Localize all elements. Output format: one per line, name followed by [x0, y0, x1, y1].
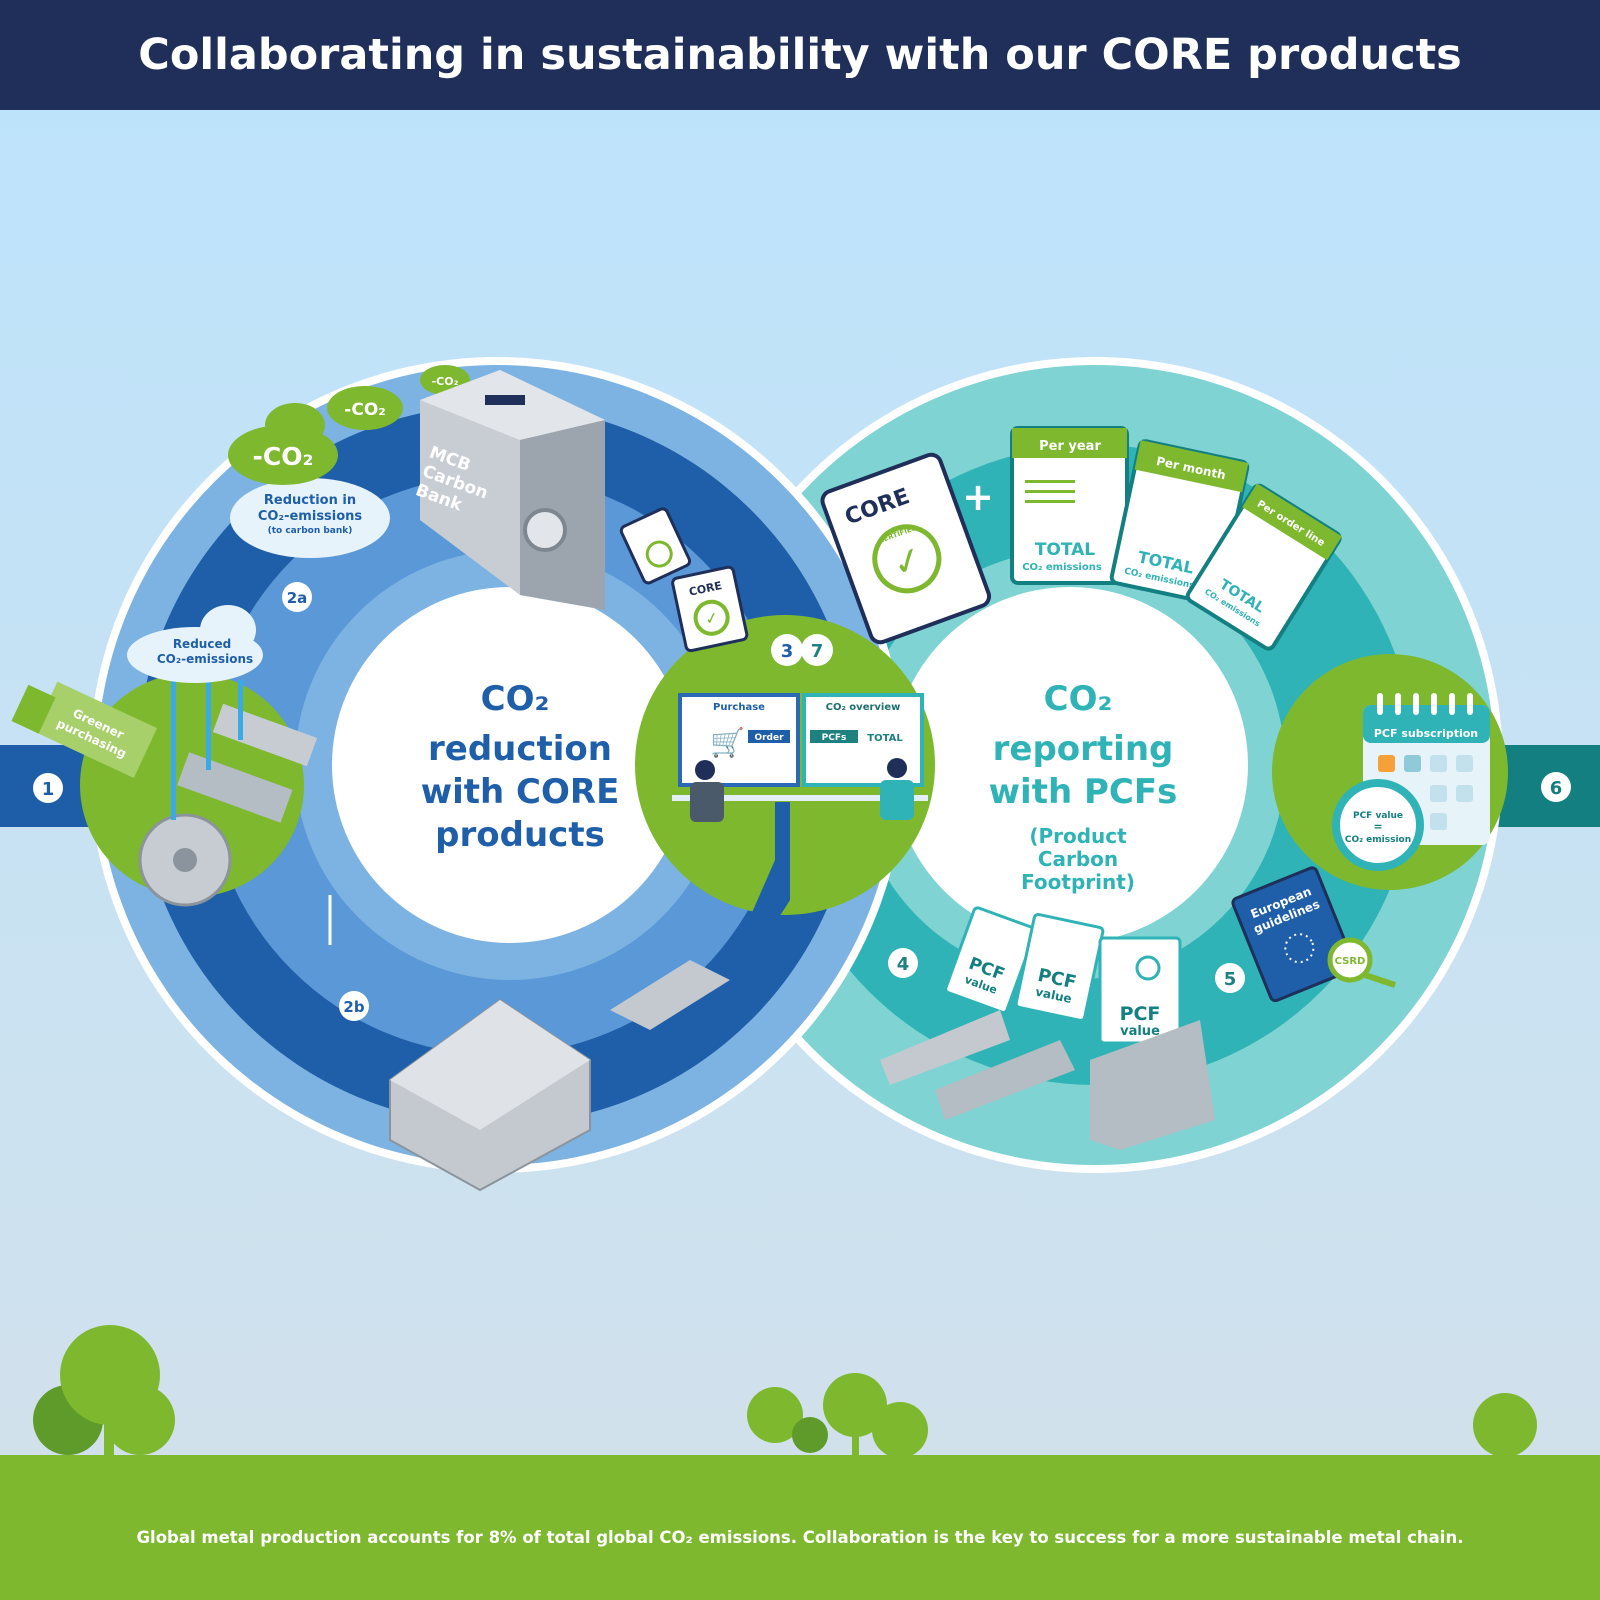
csrd-magnifier-icon: CSRD: [1327, 937, 1396, 988]
svg-text:2b: 2b: [343, 998, 364, 1016]
svg-text:2a: 2a: [287, 589, 308, 607]
pcf-subscription-group: PCF subscription PCF value = CO₂ emissio…: [1272, 654, 1508, 890]
order-button[interactable]: [748, 730, 790, 743]
svg-text:Carbon: Carbon: [1038, 847, 1118, 871]
report-card-per-year: Per year TOTAL CO₂ emissions: [1010, 426, 1129, 585]
svg-text:CO₂-emissions: CO₂-emissions: [258, 509, 363, 524]
svg-text:CO₂: CO₂: [481, 679, 550, 719]
ground: [0, 1455, 1600, 1600]
step-badge-1: 1: [33, 773, 63, 803]
metal-bars-icon: [935, 1040, 1075, 1120]
plus-icon: +: [962, 475, 994, 519]
svg-text:TOTAL: TOTAL: [867, 733, 903, 744]
person-icon: [887, 758, 907, 778]
carbon-bank-safe-icon: MCB Carbon Bank: [413, 370, 605, 610]
svg-text:PCF subscription: PCF subscription: [1374, 727, 1478, 740]
co2-cloud-medium: -CO₂: [327, 386, 403, 430]
core-certificate-card: CORE ✓: [671, 565, 749, 653]
co2-overview-title: CO₂ overview: [826, 702, 901, 713]
svg-text:with CORE: with CORE: [421, 772, 620, 812]
svg-text:Per year: Per year: [1039, 439, 1101, 454]
svg-text:CO₂ emissions: CO₂ emissions: [1022, 562, 1102, 573]
metal-tubes-icon: [880, 1010, 1010, 1085]
svg-text:3: 3: [781, 641, 794, 662]
svg-text:Footprint): Footprint): [1021, 870, 1135, 894]
svg-text:products: products: [435, 815, 605, 855]
svg-text:reduction: reduction: [428, 729, 612, 769]
svg-text:PCF: PCF: [1120, 1003, 1161, 1025]
left-center-circle: [332, 587, 688, 943]
page-title: Collaborating in sustainability with our…: [0, 0, 1600, 110]
pcf-value-card: PCF value: [1098, 936, 1182, 1045]
purchase-title: Purchase: [713, 702, 765, 713]
pcf-value-card: PCF value: [1014, 912, 1105, 1022]
step-badge-5: 5: [1215, 963, 1245, 993]
co2-cloud-large: -CO₂: [228, 403, 338, 485]
metal-bars-icon: [177, 752, 293, 823]
svg-text:PCFs: PCFs: [822, 733, 847, 743]
footprint-check-icon: [1135, 955, 1161, 981]
reduced-emissions-cloud: Reduced CO₂-emissions: [127, 605, 263, 683]
svg-text:value: value: [1120, 1024, 1160, 1039]
svg-text:Order: Order: [754, 733, 784, 743]
step-badge-6: 6: [1541, 772, 1571, 802]
report-card-per-order-line: Per order line TOTAL CO₂ emissions: [1185, 483, 1342, 651]
svg-text:(to carbon bank): (to carbon bank): [268, 526, 353, 536]
svg-text:with PCFs: with PCFs: [989, 772, 1178, 812]
left-title: CO₂ reduction with CORE products: [421, 679, 620, 855]
svg-text:1: 1: [42, 779, 55, 800]
metal-sheet-icon: [610, 960, 730, 1030]
step-badge-2a: 2a: [282, 582, 312, 612]
svg-text:PCF value: PCF value: [1353, 811, 1403, 821]
svg-text:7: 7: [811, 641, 824, 662]
svg-text:CO₂ emission: CO₂ emission: [1345, 835, 1411, 845]
european-guidelines-book: European guidelines: [1231, 866, 1357, 1003]
trees: [33, 1325, 1537, 1460]
step-badge-7: 7: [801, 634, 833, 666]
step-badge-2b: 2b: [339, 991, 369, 1021]
metal-plates-icon: [1090, 1020, 1215, 1150]
pcf-value-card: PCF value: [944, 906, 1037, 1014]
shopping-cart-icon: 🛒: [710, 726, 745, 759]
step-badge-3: 3: [771, 634, 803, 666]
person-icon: [695, 760, 715, 780]
svg-text:CSRD: CSRD: [1335, 956, 1366, 967]
svg-text:reporting: reporting: [993, 729, 1174, 769]
svg-text:6: 6: [1550, 778, 1563, 799]
svg-text:5: 5: [1224, 969, 1237, 990]
step-badge-4: 4: [888, 948, 918, 978]
core-certificate-card: [619, 507, 692, 585]
svg-text:Reduction in: Reduction in: [264, 493, 356, 508]
svg-text:4: 4: [897, 954, 910, 975]
step-badges: 1 2a 2b 3 7 4 5 6: [33, 582, 1571, 1021]
pcfs-button[interactable]: [810, 730, 858, 743]
right-center-circle: [892, 587, 1248, 943]
svg-text:-CO₂: -CO₂: [344, 400, 385, 420]
svg-text:TOTAL: TOTAL: [1035, 540, 1095, 560]
svg-text:CO₂-emissions: CO₂-emissions: [157, 652, 253, 666]
arrow-icon: [740, 802, 790, 942]
svg-text:=: =: [1373, 820, 1382, 833]
footer-caption: Global metal production accounts for 8% …: [136, 1528, 1464, 1547]
svg-text:(Product: (Product: [1029, 824, 1127, 848]
center-hub: Purchase Order 🛒 CO₂ overview PCFs TOTAL: [635, 615, 935, 915]
svg-text:Reduced: Reduced: [173, 637, 231, 651]
svg-text:-CO₂: -CO₂: [253, 442, 314, 471]
checkmark-icon: ✓: [703, 608, 720, 629]
svg-text:-CO₂: -CO₂: [432, 375, 459, 388]
core-certified-badge-card: CORE ✓ CERTIFIED: [820, 452, 992, 645]
svg-text:CO₂: CO₂: [1044, 679, 1113, 719]
reduction-cloud: Reduction in CO₂-emissions (to carbon ba…: [230, 478, 390, 558]
metal-stack-icon: [328, 895, 1215, 1192]
right-title: CO₂ reporting with PCFs (Product Carbon …: [989, 679, 1178, 894]
